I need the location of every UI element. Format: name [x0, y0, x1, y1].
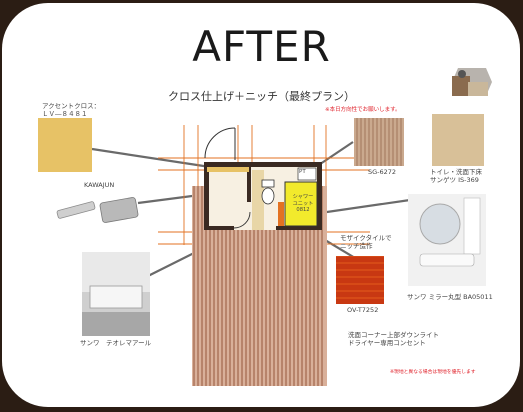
toilet-floor-label: トイレ・洗面下床 サンゲツ IS-369 [430, 168, 482, 185]
brand-logo [452, 68, 492, 96]
accent-cross-label: アクセントクロス： ＬＶ―８４８１ [42, 102, 101, 119]
mosaic-tile-swatch [336, 256, 384, 304]
mirror-label: サンワ ミラー丸型 BA05011 [407, 293, 493, 301]
kawajun-hardware-image [56, 197, 139, 223]
sg6272-swatch [354, 118, 404, 166]
toilet-floor-swatch [432, 114, 484, 166]
accent-cross-swatch [38, 118, 92, 172]
sg6272-label: SG-6272 [368, 168, 397, 176]
mosaic-code-label: OV-T7252 [347, 306, 379, 314]
basin-image [82, 252, 150, 336]
door-swing [204, 127, 236, 159]
pt-label: PT [299, 169, 306, 175]
mirror-image [408, 194, 486, 286]
shower-unit-label: シャワー ユニット 0812 [292, 194, 314, 213]
sample-note: ※本日方向性でお願いします。 [325, 107, 401, 113]
site-priority-note: ※現地と異なる場合は現地を優先します [390, 370, 476, 375]
mosaic-label: モザイクタイルで ニッチ造作 [340, 234, 392, 251]
plan-subtitle: クロス仕上げ＋ニッチ（最終プラン） [168, 90, 355, 103]
wash-corner-note: 洗面コーナー上部ダウンライト ドライヤー専用コンセント [348, 331, 439, 348]
callout-line-shower [319, 198, 411, 215]
shower-unit [284, 181, 318, 227]
page-title: AFTER [192, 22, 331, 71]
toilet-icon [261, 187, 275, 205]
toilet-floor-area [252, 170, 264, 230]
basin-label: サンワ テオレマアール [80, 339, 152, 347]
walls [204, 162, 322, 230]
kawajun-label: KAWAJUN [84, 181, 115, 189]
